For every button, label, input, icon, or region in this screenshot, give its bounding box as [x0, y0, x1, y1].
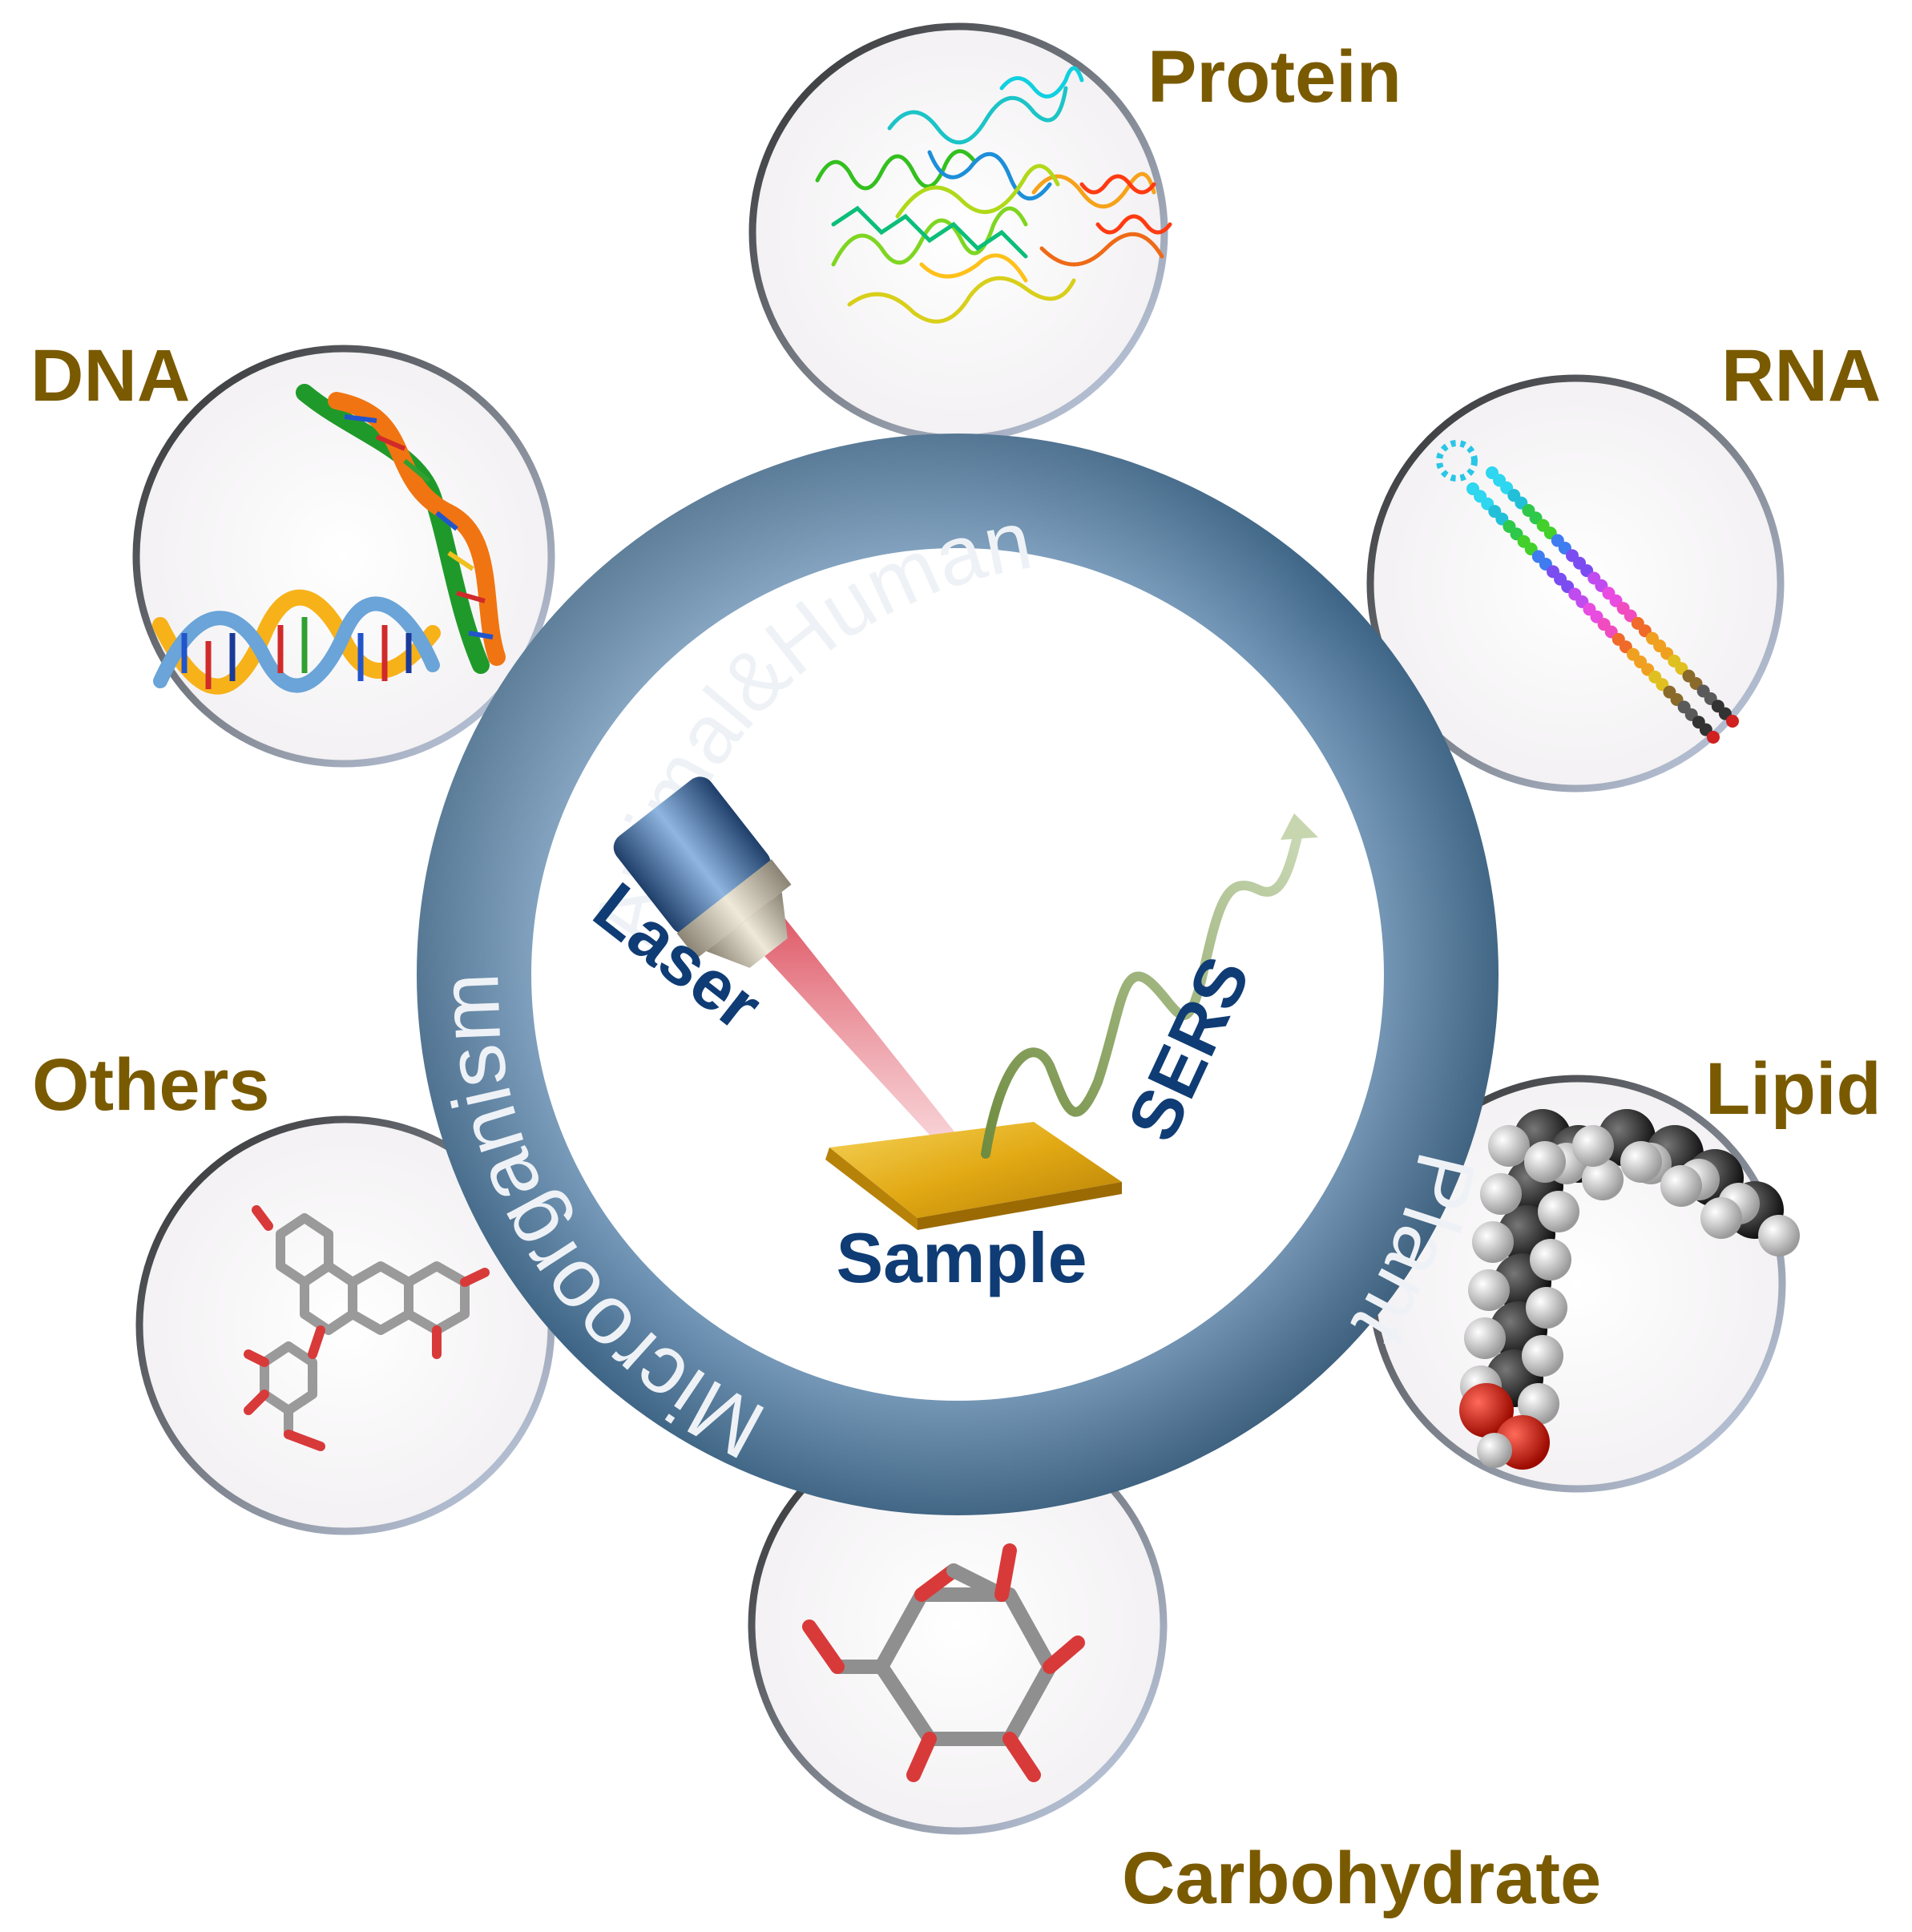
lipid-atom — [1758, 1215, 1800, 1256]
lipid-atom — [1538, 1191, 1579, 1232]
lipid-atom — [1620, 1141, 1662, 1183]
rna-base — [1707, 731, 1720, 744]
rna-base — [1726, 715, 1739, 728]
lipid-atom — [1477, 1433, 1512, 1468]
lipid-atom — [1464, 1317, 1506, 1359]
lipid-atom — [1488, 1125, 1530, 1167]
protein-circle — [752, 26, 1170, 438]
application-ring: Animal&Human Microorganism Plant — [417, 434, 1499, 1515]
lipid-atom — [1524, 1141, 1566, 1183]
label-dna: DNA — [30, 335, 190, 417]
lipid-atom — [1526, 1287, 1567, 1329]
lipid-atom — [1472, 1221, 1514, 1263]
label-others: Others — [32, 1044, 270, 1126]
lipid-atom — [1660, 1165, 1702, 1207]
sample-label: Sample — [836, 1218, 1087, 1297]
label-rna: RNA — [1721, 335, 1881, 417]
dna-circle — [136, 349, 551, 764]
label-lipid: Lipid — [1705, 1048, 1882, 1130]
lipid-atom — [1522, 1335, 1563, 1377]
lipid-atom — [1700, 1197, 1742, 1239]
lipid-atom — [1572, 1125, 1614, 1167]
label-carbohydrate: Carbohydrate — [1122, 1837, 1601, 1919]
lipid-atom — [1530, 1239, 1571, 1281]
lipid-atom — [1468, 1269, 1510, 1311]
label-protein: Protein — [1148, 36, 1402, 118]
